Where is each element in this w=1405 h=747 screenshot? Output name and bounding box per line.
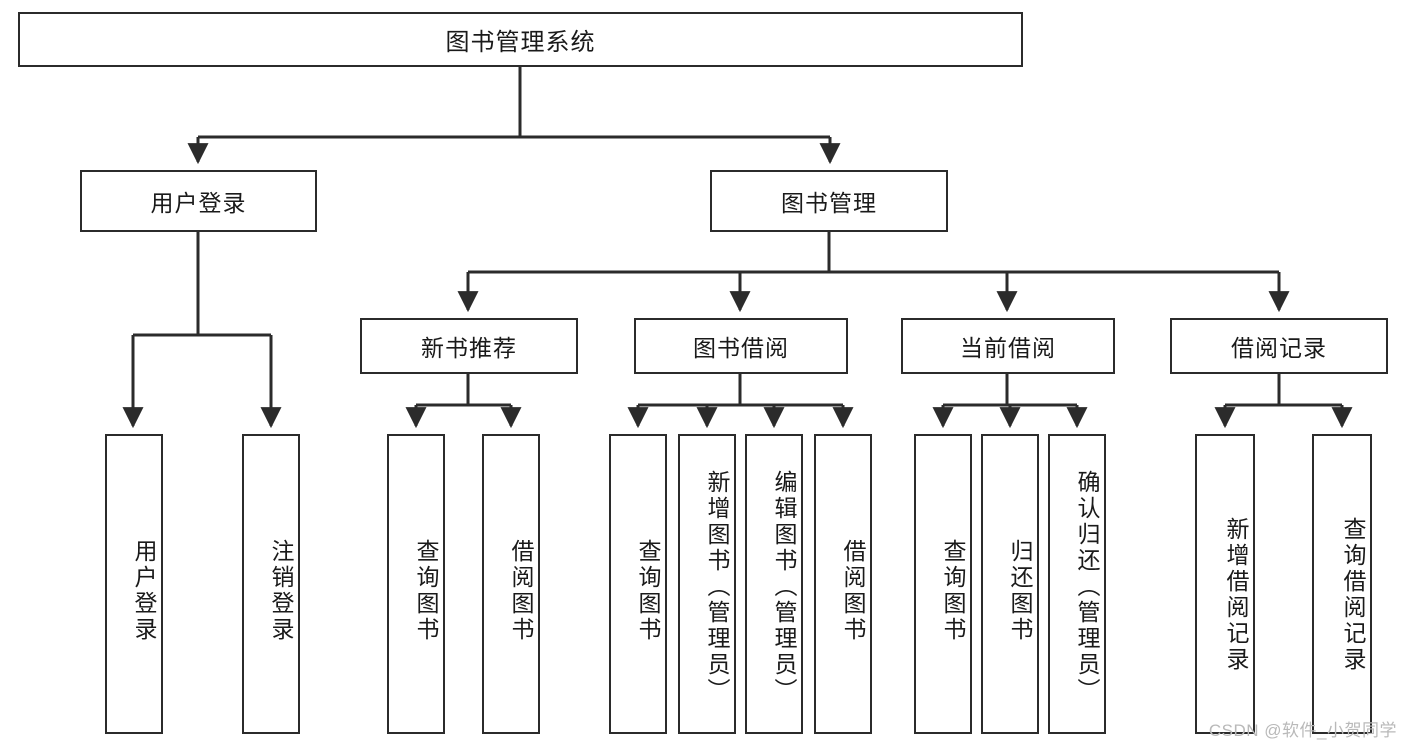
node-book-management[interactable]: 图书管理: [710, 170, 948, 232]
node-book-borrow[interactable]: 图书借阅: [634, 318, 848, 374]
node-leaf-query-book-borrow[interactable]: 查询图书: [609, 434, 667, 734]
node-current-borrow[interactable]: 当前借阅: [901, 318, 1115, 374]
node-leaf-add-book-admin[interactable]: 新增图书（管理员）: [678, 434, 736, 734]
node-leaf-query-book-current[interactable]: 查询图书: [914, 434, 972, 734]
node-leaf-add-borrow-record[interactable]: 新增借阅记录: [1195, 434, 1255, 734]
node-root[interactable]: 图书管理系统: [18, 12, 1023, 67]
watermark-text: CSDN @软件_小贺同学: [1208, 721, 1397, 740]
node-user-login[interactable]: 用户登录: [80, 170, 317, 232]
node-leaf-logout[interactable]: 注销登录: [242, 434, 300, 734]
node-leaf-borrow-book-recommend[interactable]: 借阅图书: [482, 434, 540, 734]
node-borrow-record[interactable]: 借阅记录: [1170, 318, 1388, 374]
node-leaf-query-borrow-record[interactable]: 查询借阅记录: [1312, 434, 1372, 734]
node-new-book-recommend[interactable]: 新书推荐: [360, 318, 578, 374]
node-leaf-query-book-recommend[interactable]: 查询图书: [387, 434, 445, 734]
node-leaf-borrow-book[interactable]: 借阅图书: [814, 434, 872, 734]
node-leaf-confirm-return-admin[interactable]: 确认归还（管理员）: [1048, 434, 1106, 734]
node-leaf-return-book[interactable]: 归还图书: [981, 434, 1039, 734]
node-leaf-edit-book-admin[interactable]: 编辑图书（管理员）: [745, 434, 803, 734]
node-leaf-user-login[interactable]: 用户登录: [105, 434, 163, 734]
